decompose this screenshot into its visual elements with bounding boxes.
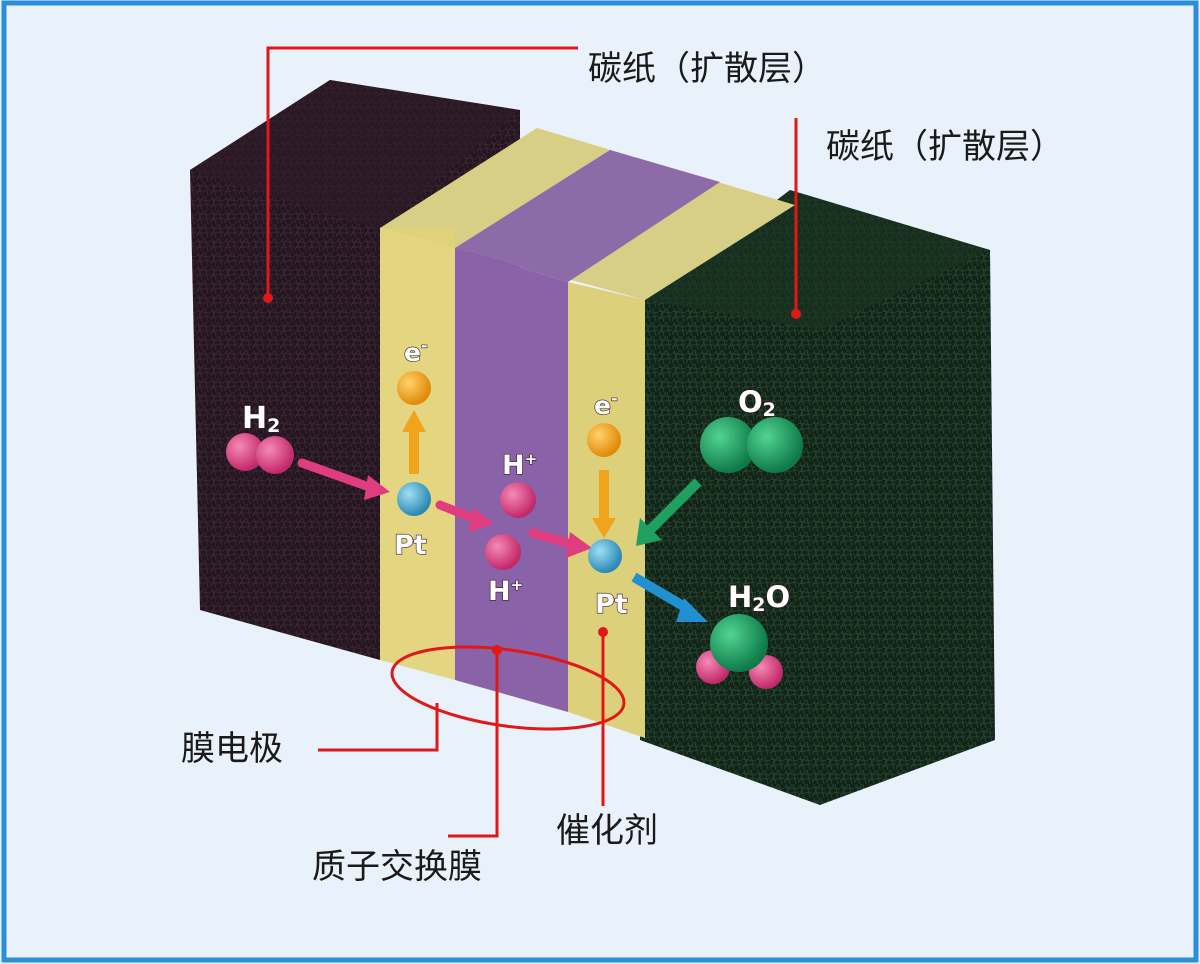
- label-proton-exchange-membrane: 质子交换膜: [312, 847, 482, 887]
- leader-membrane-electrode: [318, 703, 439, 752]
- label-catalyst: 催化剂: [556, 811, 658, 851]
- electron-right: [587, 423, 621, 457]
- cathode-carbon-paper-block: [640, 190, 995, 805]
- arrow-pt-to-water: [631, 572, 693, 615]
- arrow-hplus-to-pt: [528, 528, 579, 550]
- arrow-h2-to-pt: [297, 458, 377, 493]
- membrane-layer: [455, 248, 568, 712]
- oxygen-molecule: [700, 417, 803, 473]
- o2-label: O2: [738, 385, 776, 421]
- label-carbon-paper-right: 碳纸（扩散层）: [826, 127, 1064, 167]
- h2-label: H2: [242, 401, 280, 437]
- platinum-right: [588, 539, 622, 573]
- h-plus-upper-label: H+: [502, 450, 537, 481]
- label-membrane-electrode: 膜电极: [181, 729, 283, 769]
- electron-right-label: e-: [594, 389, 618, 420]
- leader-proton-membrane: [448, 650, 499, 838]
- membrane-top-face: [455, 150, 720, 282]
- arrow-o2-to-pt: [646, 478, 702, 534]
- leader-lines: [263, 46, 801, 838]
- water-molecule: [696, 614, 783, 689]
- label-carbon-paper-left: 碳纸（扩散层）: [588, 49, 826, 89]
- pt-right-label: Pt: [595, 589, 628, 620]
- electron-left-label: e-: [404, 336, 428, 367]
- mea-highlight-ellipse: [390, 645, 626, 731]
- pt-left-label: Pt: [394, 530, 427, 561]
- leader-carbon-left: [266, 46, 578, 298]
- platinum-left: [397, 482, 431, 516]
- electron-left: [397, 371, 431, 405]
- h2o-label: H2O: [728, 580, 790, 616]
- h-plus-lower-label: H+: [488, 576, 523, 607]
- proton-lower: [485, 534, 521, 570]
- hydrogen-molecule: [226, 433, 294, 474]
- reaction-arrows: [297, 410, 708, 622]
- proton-upper: [500, 482, 536, 518]
- membrane-electrode-assembly: [380, 128, 795, 738]
